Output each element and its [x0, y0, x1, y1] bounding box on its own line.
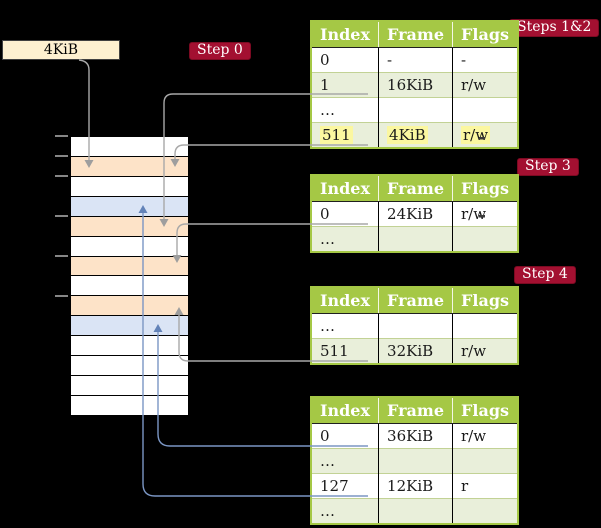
address-tick [55, 215, 68, 217]
table-cell: r/w [461, 427, 487, 445]
column-header: Index [311, 397, 380, 424]
memory-frame-page [71, 316, 188, 337]
table-row: … [311, 226, 519, 252]
table-cell: … [311, 97, 380, 123]
table-cell: 12KiB [378, 473, 454, 499]
table-cell: 0 [311, 423, 380, 449]
memory-frame-table [71, 296, 188, 317]
table-cell [452, 226, 519, 252]
table-cell: 511 [311, 122, 380, 148]
table-cell [452, 97, 519, 123]
address-ticks [55, 135, 69, 416]
column-header: Flags [452, 21, 519, 48]
column-header: Frame [378, 397, 454, 424]
table-cell [378, 313, 454, 339]
memory-frame-free [71, 236, 188, 257]
table-cell: - [461, 51, 467, 69]
table-cell [378, 97, 454, 123]
step-4-label: Step 4 [514, 266, 576, 284]
table-cell: 0 [311, 47, 380, 73]
table-cell: … [311, 313, 380, 339]
memory-frame-free [71, 356, 188, 377]
table-cell: - [378, 47, 454, 73]
table-cell: r [452, 473, 519, 499]
table-cell: 1 [311, 72, 380, 98]
table-row: … [311, 97, 519, 123]
memory-frame-free [71, 376, 188, 396]
table-cell: 0 [311, 201, 380, 227]
table-cell [378, 498, 454, 524]
table-row: 0-- [311, 47, 518, 73]
column-header: Frame [378, 175, 454, 202]
frame-4kib-label: 4KiB [2, 40, 120, 60]
table-cell [453, 314, 519, 339]
step-0-label: Step 0 [189, 42, 251, 60]
table-cell: 24KiB [378, 201, 454, 227]
column-header: Frame [378, 287, 454, 314]
table-cell: r/w [461, 205, 487, 223]
table-cell: 36KiB [378, 423, 454, 449]
column-header: Flags [452, 175, 519, 202]
table-cell: r/w [452, 338, 519, 364]
table-row: … [311, 313, 519, 339]
table-cell [378, 448, 454, 474]
memory-frame-table [71, 256, 188, 277]
address-tick [55, 295, 68, 297]
memory-frame-page [71, 196, 188, 217]
table-cell: 16KiB [378, 72, 454, 98]
column-header: Flags [452, 397, 519, 424]
address-tick [55, 135, 68, 137]
table-cell [378, 226, 454, 252]
table-cell: … [311, 498, 380, 524]
column-header: Index [311, 21, 380, 48]
table-cell: … [311, 448, 380, 474]
memory-frame-free [71, 276, 188, 297]
column-header: Index [311, 175, 380, 202]
table-cell: 511 [311, 338, 380, 364]
physical-memory-strip [70, 136, 189, 416]
memory-frame-free [71, 137, 188, 157]
table-cell: … [311, 226, 380, 252]
table-cell: 4KiB [378, 122, 454, 148]
memory-frame-free [71, 176, 188, 197]
table-cell [452, 498, 519, 524]
table-row: … [311, 498, 519, 524]
table-cell: 127 [311, 473, 380, 499]
step-3-label: Step 3 [517, 158, 579, 176]
table-cell [452, 448, 519, 474]
memory-frame-table [71, 156, 188, 177]
address-tick [55, 155, 68, 157]
table-cell: r/w [452, 122, 519, 148]
memory-frame-free [71, 336, 188, 357]
address-tick [55, 255, 68, 257]
column-header: Index [311, 287, 380, 314]
table-cell: r/w [452, 72, 519, 98]
table-cell: 32KiB [378, 338, 454, 364]
table-row: … [311, 448, 519, 474]
steps-1-2-label: Steps 1&2 [509, 19, 600, 37]
address-tick [55, 175, 68, 177]
memory-frame-table [71, 216, 188, 237]
column-header: Flags [452, 287, 519, 314]
memory-frame-free [71, 395, 188, 415]
column-header: Frame [378, 21, 454, 48]
